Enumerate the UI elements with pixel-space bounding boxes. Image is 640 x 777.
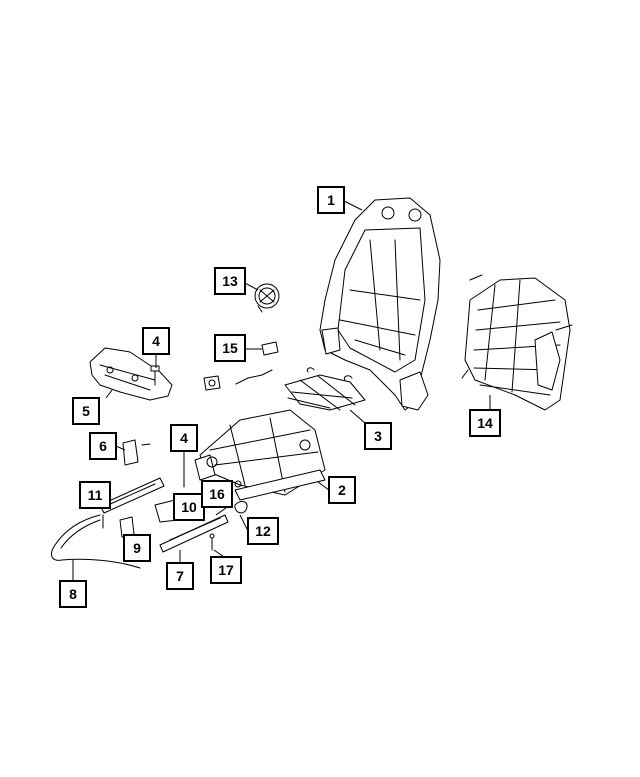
release-wire: [51, 514, 141, 569]
callout-3-label: 3: [374, 428, 382, 444]
callout-17-label: 17: [218, 562, 234, 578]
callout-5-label: 5: [82, 403, 90, 419]
seat-cushion-springs: [284, 367, 366, 411]
callout-6-label: 6: [99, 438, 107, 454]
callout-14-label: 14: [477, 415, 493, 431]
callout-10-label: 10: [181, 499, 197, 515]
callout-5: 5: [72, 397, 100, 425]
callout-9-label: 9: [133, 540, 141, 556]
lower-rails: [99, 477, 229, 553]
callout-11-label: 11: [88, 487, 103, 503]
callout-16-label: 16: [209, 486, 225, 502]
callout-12: 12: [247, 517, 279, 545]
callout-12-label: 12: [255, 523, 271, 539]
callout-2-label: 2: [338, 482, 346, 498]
lumbar-knob: [254, 283, 280, 313]
bracket: [122, 439, 151, 466]
callout-8-label: 8: [69, 586, 77, 602]
callout-10: 10: [173, 493, 205, 521]
callout-13: 13: [214, 267, 246, 295]
callout-14: 14: [469, 409, 501, 437]
callout-7: 7: [166, 562, 194, 590]
callout-8: 8: [59, 580, 87, 608]
seat-adjuster-track: [194, 409, 326, 501]
callout-17: 17: [210, 556, 242, 584]
callout-15-label: 15: [222, 340, 238, 356]
screw: [209, 533, 215, 551]
callout-11: 11: [79, 481, 111, 509]
callout-16: 16: [201, 480, 233, 508]
callout-6: 6: [89, 432, 117, 460]
side-shield: [89, 347, 173, 401]
callout-9: 9: [123, 534, 151, 562]
callout-4-lower: 4: [170, 424, 198, 452]
cable-assembly: [203, 341, 279, 391]
seat-back-frame: [319, 197, 441, 411]
callout-7-label: 7: [176, 568, 184, 584]
callout-1: 1: [317, 186, 345, 214]
callout-2: 2: [328, 476, 356, 504]
callout-4-lower-label: 4: [180, 430, 188, 446]
callout-4-upper-label: 4: [152, 333, 160, 349]
callout-15: 15: [214, 334, 246, 362]
callout-13-label: 13: [222, 273, 238, 289]
spring-clip: [234, 500, 248, 514]
seat-back-spring-mat: [461, 274, 573, 411]
callout-4-upper: 4: [142, 327, 170, 355]
callout-3: 3: [364, 422, 392, 450]
callout-1-label: 1: [327, 192, 335, 208]
